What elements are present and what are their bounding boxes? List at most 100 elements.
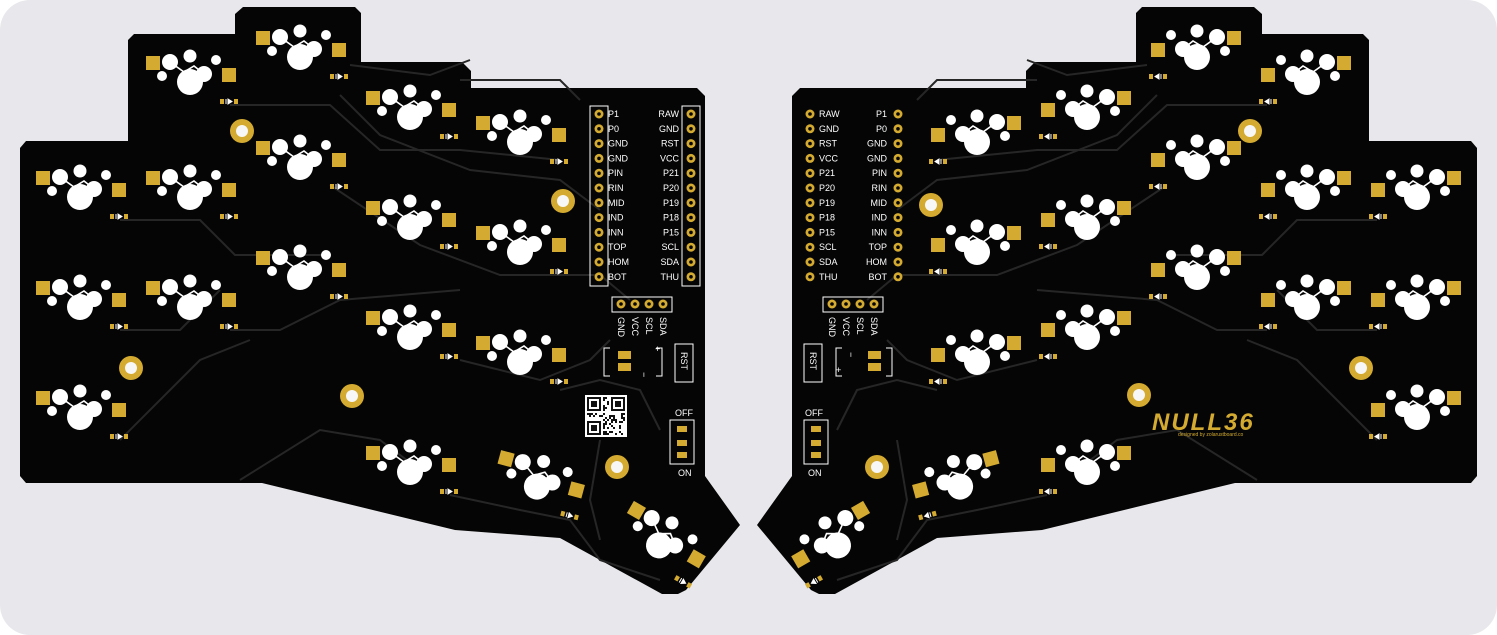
switch-hole: [403, 304, 417, 318]
switch-pad: [256, 31, 270, 45]
switch-on-label: ON: [808, 468, 822, 478]
pin-label: SDA: [660, 257, 679, 267]
header-pin-drill: [689, 171, 693, 175]
switch-pad: [1007, 116, 1021, 130]
copper-trace: [896, 439, 909, 541]
qr-module: [593, 429, 595, 431]
switch-pad: [332, 263, 346, 277]
switch-hole: [970, 219, 984, 233]
battery-connector: − +: [835, 347, 893, 377]
switch-hole: [1056, 200, 1066, 210]
pin-label: HOM: [608, 257, 629, 267]
switch-center-hole: [507, 349, 533, 375]
header-pin-drill: [597, 112, 601, 116]
qr-module: [587, 425, 589, 427]
switch-pad: [1447, 171, 1461, 185]
qr-module: [599, 409, 601, 411]
switch-center-hole: [1404, 184, 1430, 210]
header-pin-drill: [896, 127, 900, 131]
switch-hole: [1209, 29, 1225, 45]
diode-pad: [918, 514, 924, 521]
switch-hole: [1110, 216, 1120, 226]
reset-outline: [674, 343, 694, 383]
pin-label: P19: [819, 198, 835, 208]
qr-module: [599, 415, 601, 417]
reset-button-footprint: RST: [674, 343, 694, 383]
qr-module: [587, 399, 589, 401]
switch-hole: [1000, 351, 1010, 361]
switch-pad: [366, 311, 380, 325]
diode-silk: [115, 323, 123, 330]
diode-pad: [804, 582, 811, 589]
switch-hole: [1300, 274, 1314, 288]
qr-module: [595, 433, 597, 435]
qr-module: [603, 405, 605, 407]
diode-pad: [220, 214, 224, 219]
switch-hole: [854, 521, 865, 532]
diode-pad: [1039, 489, 1043, 494]
battery-pad: [868, 363, 881, 371]
header-pin-drill: [597, 186, 601, 190]
battery-connector: − +: [603, 344, 663, 377]
switch-center-hole: [507, 129, 533, 155]
switch-pad: [1337, 281, 1351, 295]
qr-module: [593, 401, 595, 403]
copper-trace: [866, 184, 1168, 301]
copper-trace: [230, 104, 561, 161]
qr-module: [587, 397, 589, 399]
diode-pad: [344, 74, 348, 79]
diode-pad: [931, 510, 937, 517]
oled-pin-label: SDA: [869, 317, 879, 336]
pin-label: RIN: [872, 183, 888, 193]
switch-hole: [1190, 134, 1204, 148]
pin-label: GND: [659, 124, 680, 134]
switch-hole: [818, 516, 832, 530]
switch-pad: [476, 336, 490, 350]
qr-module: [591, 409, 593, 411]
switch-center-hole: [964, 129, 990, 155]
switch-pad: [626, 500, 647, 520]
qr-module: [609, 431, 611, 433]
oled-pin-drill: [872, 302, 876, 306]
switch-hole: [382, 199, 398, 215]
switch-off-label: OFF: [805, 408, 823, 418]
qr-module: [603, 431, 605, 433]
header-pin-drill: [896, 260, 900, 264]
diode-silk: [115, 213, 123, 220]
qr-module: [605, 417, 607, 419]
switch-hole: [541, 225, 551, 235]
oled-pin-drill: [647, 302, 651, 306]
switch-center-hole: [1184, 44, 1210, 70]
battery-minus-label: −: [846, 352, 856, 357]
diode-pad: [1259, 324, 1263, 329]
switch-hole: [403, 439, 417, 453]
switch-hole: [321, 30, 331, 40]
qr-module: [619, 421, 621, 423]
diode-pad: [330, 74, 334, 79]
header-pins: [594, 109, 604, 282]
key-switch-footprint: [912, 450, 1000, 521]
key-switch-footprint: [791, 500, 871, 589]
qr-module: [623, 409, 625, 411]
left-traces: [119, 59, 661, 581]
qr-module: [619, 403, 621, 405]
switch-pad: [552, 128, 566, 142]
switch-hole: [377, 106, 387, 116]
switch-hole: [377, 461, 387, 471]
oled-pin-label: VCC: [841, 317, 851, 337]
pin-label: SDA: [819, 257, 838, 267]
copper-trace: [559, 378, 661, 431]
qr-module: [621, 433, 623, 435]
qr-module: [619, 401, 621, 403]
key-switch-footprint: [476, 109, 568, 165]
mounting-hole-center: [236, 125, 248, 137]
switch-center-hole: [177, 184, 203, 210]
diode-pad: [1149, 184, 1153, 189]
switch-center-hole: [287, 264, 313, 290]
switch-pad: [442, 213, 456, 227]
diode-pad: [686, 582, 693, 589]
header-outline: [589, 105, 609, 287]
pin-label: P15: [819, 227, 835, 237]
copper-trace: [329, 184, 631, 301]
